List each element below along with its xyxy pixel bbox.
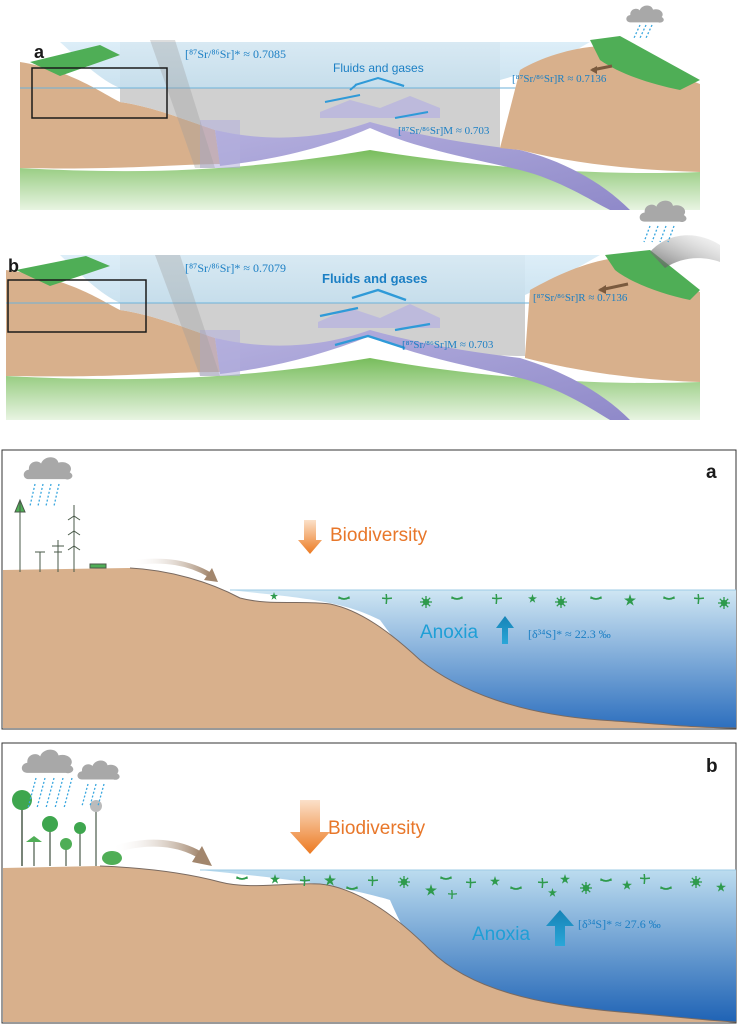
- biodiversity-label: Biodiversity: [328, 818, 426, 839]
- ocean-water: [60, 255, 600, 303]
- anoxia-up-arrow: [546, 910, 574, 946]
- runoff-arrow: [129, 558, 212, 578]
- cloud-icon: [626, 5, 664, 23]
- anoxia-label: Anoxia: [472, 924, 531, 945]
- ocean-water: [60, 42, 590, 88]
- land: [3, 866, 736, 1022]
- sr-river-label: [⁸⁷Sr/⁸⁶Sr]R ≈ 0.7136: [512, 73, 607, 85]
- sr-star-label: [⁸⁷Sr/⁸⁶Sr]* ≈ 0.7085: [185, 47, 286, 61]
- inset-box: [31, 67, 168, 119]
- anoxia-up-arrow: [496, 616, 514, 644]
- land: [3, 568, 736, 728]
- purple-band: [200, 120, 240, 168]
- sparse-vegetation: [14, 498, 107, 572]
- fluids-label: Fluids and gases: [333, 61, 424, 75]
- bottom-panel-a: Biodiversity Anoxia [δ³⁴S]* ≈ 22.3 ‰ a: [1, 449, 737, 730]
- biodiversity-label: Biodiversity: [330, 525, 428, 546]
- bottom-panel-b: Biodiversity Anoxia [δ³⁴S]* ≈ 27.6 ‰: [1, 742, 737, 1024]
- sr-star-label: [⁸⁷Sr/⁸⁶Sr]* ≈ 0.7079: [185, 261, 286, 275]
- rain-icon: [633, 24, 653, 39]
- dense-vegetation: [12, 790, 122, 866]
- top-panel-a: a [⁸⁷Sr/⁸⁶Sr]* ≈ 0.7085 Fluids and gases…: [20, 5, 700, 210]
- right-vegetation: [590, 36, 700, 90]
- panel-letter: a: [706, 462, 717, 483]
- left-continent: [20, 62, 220, 169]
- volcanic-smoke: [650, 235, 720, 268]
- anoxia-label: Anoxia: [420, 622, 479, 643]
- left-continent: [6, 270, 220, 377]
- subducting-slab: [215, 330, 630, 420]
- panel-letter: a: [34, 42, 45, 62]
- ridge: [320, 96, 440, 118]
- panel-letter: b: [706, 756, 718, 777]
- sr-river-label: [⁸⁷Sr/⁸⁶Sr]R ≈ 0.7136: [533, 292, 628, 304]
- ocean-water: [200, 870, 736, 1022]
- inset-box: [7, 279, 147, 333]
- mantle-layer: [20, 150, 700, 210]
- ocean-water: [230, 590, 736, 728]
- biodiversity-down-arrow: [298, 520, 322, 554]
- top-panel-b: b [⁸⁷Sr/⁸⁶Sr]* ≈ 0.7079 Fluids and gases…: [6, 200, 720, 420]
- right-vegetation: [605, 250, 700, 300]
- fluid-arrows: [319, 288, 431, 350]
- sulfur-label: [δ³⁴S]* ≈ 22.3 ‰: [528, 627, 611, 641]
- left-vegetation: [16, 256, 110, 286]
- sulfur-label: [δ³⁴S]* ≈ 27.6 ‰: [578, 917, 661, 931]
- fluids-label: Fluids and gases: [322, 271, 427, 286]
- runoff-arrow: [110, 839, 202, 859]
- biodiversity-down-arrow: [290, 800, 330, 854]
- mantle-layer: [6, 358, 700, 420]
- rain-icon: [643, 225, 675, 243]
- subducting-slab: [215, 122, 630, 210]
- gray-band: [155, 255, 220, 376]
- fluid-arrows: [324, 76, 429, 119]
- sr-mantle-label: [⁸⁷Sr/⁸⁶Sr]M ≈ 0.703: [402, 339, 494, 351]
- sr-mantle-label: [⁸⁷Sr/⁸⁶Sr]M ≈ 0.703: [398, 125, 490, 137]
- purple-band: [200, 330, 240, 376]
- panel-letter: b: [8, 256, 19, 276]
